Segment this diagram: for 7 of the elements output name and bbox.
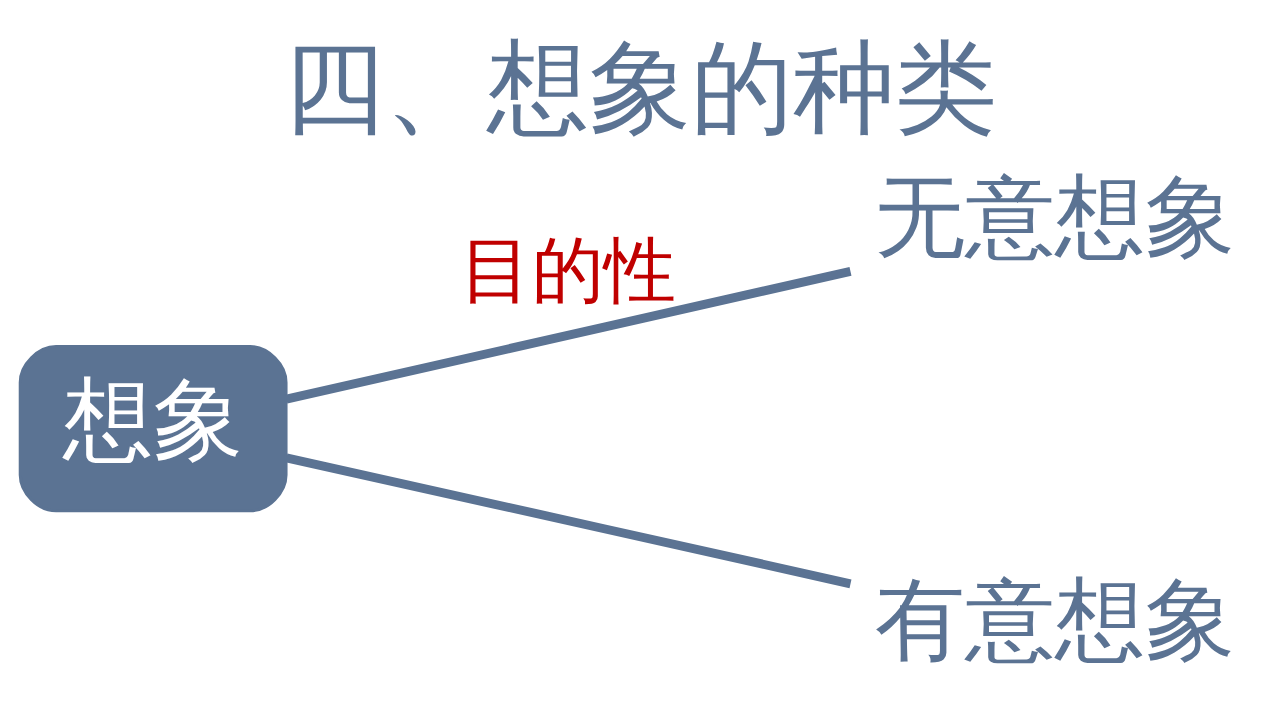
node-text: 有意想象 [875,568,1236,673]
edge-label: 目的性 [460,227,677,312]
diagram-title: 四、想象的种类 [283,29,997,148]
connector [285,266,852,404]
node-box: 想象 [18,345,288,513]
node-text: 无意想象 [875,164,1236,269]
connector [285,453,852,589]
